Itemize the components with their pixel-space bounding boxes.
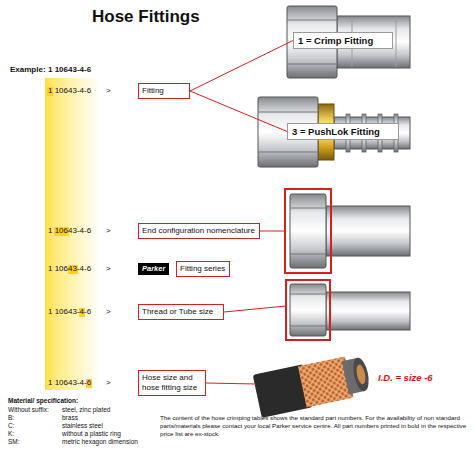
spec-value: without a plastic ring: [62, 430, 121, 438]
part-number: 1 10643-4-6: [48, 226, 91, 236]
spec-value: steel, zinc plated: [62, 406, 110, 414]
focus-frame: [285, 189, 331, 273]
code-box: Fitting series: [176, 261, 230, 277]
brand-logo: Parker: [138, 263, 169, 275]
part-number: 1 10643-4-6: [48, 307, 91, 317]
fitting-ferrule: [326, 292, 410, 330]
example-label: Example:: [10, 65, 46, 75]
code-box: Fitting: [138, 83, 190, 99]
box-text: 1 = Crimp Fitting: [298, 35, 388, 46]
pointer-mark: >: [106, 226, 111, 236]
hex-facet: [287, 64, 337, 65]
spec-value: stainless steel: [62, 422, 103, 430]
spec-key: B:: [8, 414, 14, 422]
hex-facet: [290, 294, 326, 295]
callout-box: 1 = Crimp Fitting: [293, 32, 393, 49]
hex-facet: [290, 254, 326, 255]
hex-facet: [290, 326, 326, 327]
leader-line: [190, 91, 287, 132]
hex-nut: [290, 194, 326, 268]
spec-value: metric hexagon dimension: [62, 438, 138, 446]
leader-line: [206, 383, 256, 384]
box-text: Fitting series: [180, 264, 226, 274]
hex-facet: [258, 152, 318, 153]
leader-line: [224, 306, 286, 312]
spec-key: C:: [8, 422, 15, 430]
hose-end: [351, 356, 372, 392]
hex-facet: [290, 208, 326, 209]
crimp-mark: [396, 17, 397, 67]
leader-line: [190, 41, 293, 92]
box-text: Hose size and hose fitting size: [142, 373, 202, 393]
box-text: Thread or Tube size: [142, 307, 220, 317]
part-number: 1 10643-4-6: [48, 264, 91, 274]
callout-box: 3 = PushLok Fitting: [287, 123, 399, 140]
pointer-mark: >: [106, 307, 111, 317]
box-text: Fitting: [142, 86, 186, 96]
pointer-mark: >: [106, 86, 111, 96]
code-box: Hose size and hose fitting size: [138, 370, 206, 396]
part-number: 1 10643-4-6: [48, 378, 91, 388]
hose-bore: [355, 364, 367, 385]
hex-facet: [258, 112, 318, 113]
spec-value: brass: [62, 414, 78, 422]
highlight-band: [45, 78, 101, 390]
code-box: End configuration nomenclature: [138, 223, 260, 239]
part-number: 1 10643-4-6: [48, 86, 91, 96]
pointer-mark: >: [106, 264, 111, 274]
box-text: End configuration nomenclature: [142, 226, 256, 236]
spec-key: SM:: [8, 438, 20, 446]
leader-line: [260, 231, 285, 232]
hex-nut: [290, 284, 326, 336]
pointer-mark: >: [106, 378, 111, 388]
spec-key: Without suffix:: [8, 406, 49, 414]
footnote: The content of the hose crimping tables …: [160, 414, 468, 438]
dimension-label: I.D. = size -6: [378, 372, 433, 384]
fitting-ferrule: [326, 206, 410, 256]
focus-frame: [286, 280, 330, 340]
spec-heading: Material/ specification:: [8, 397, 78, 405]
box-text: 3 = PushLok Fitting: [292, 126, 394, 137]
hex-facet: [287, 20, 337, 21]
spec-key: K:: [8, 430, 14, 438]
diagram-title: Hose Fittings: [92, 7, 200, 27]
code-box: Thread or Tube size: [138, 304, 224, 320]
part-number: 1 10643-4-6: [48, 65, 91, 75]
